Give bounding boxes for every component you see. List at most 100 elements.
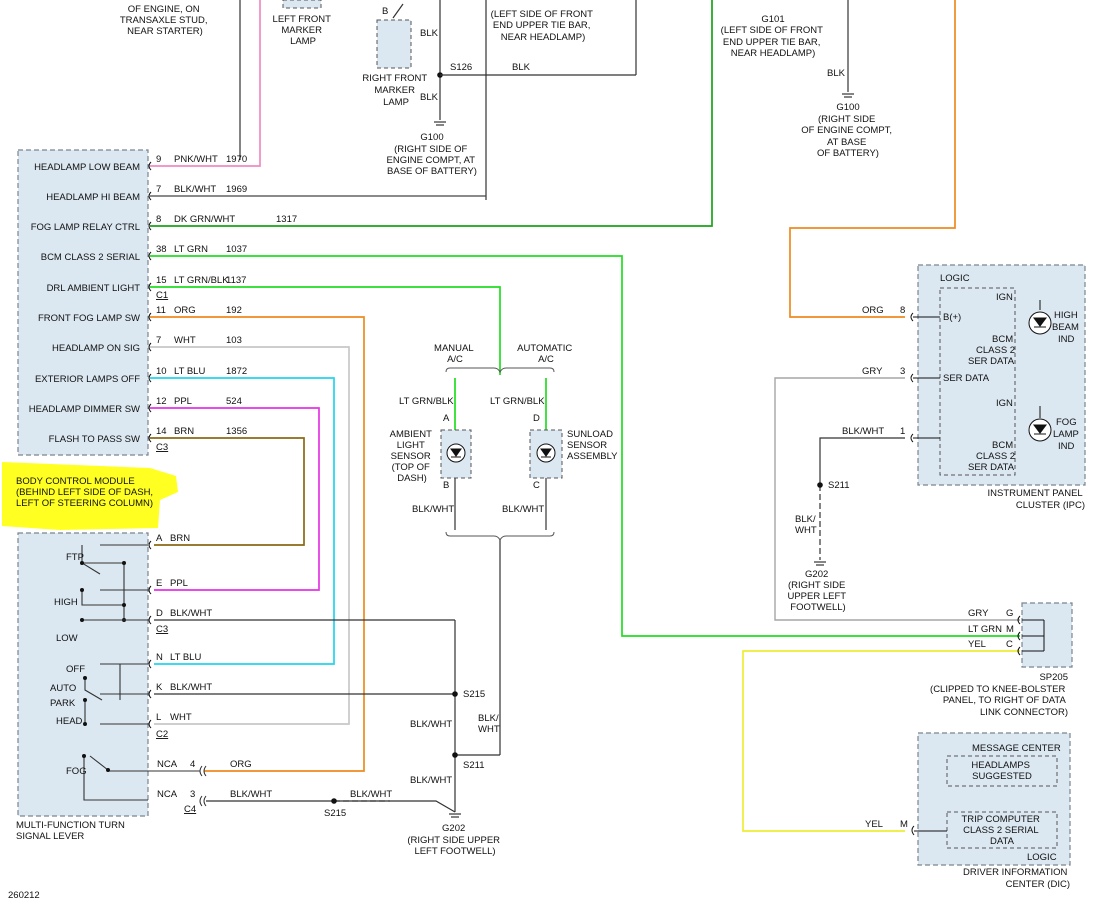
- bcm-pin: 12: [156, 396, 167, 407]
- fog-lamp-led-icon: [1028, 418, 1052, 442]
- bcm-title-highlight: [2, 462, 178, 530]
- sp205-pin: G: [1006, 608, 1013, 619]
- bcm-row-label: HEADLAMP DIMMER SW: [29, 404, 140, 415]
- marker-pin-b: B: [382, 6, 388, 17]
- sunload-pin-d: D: [533, 413, 540, 424]
- bcm-circuit: 1970: [226, 154, 247, 165]
- fog-lamp-ind-label: FOG LAMP IND: [1053, 417, 1081, 452]
- s126-label: S126: [450, 62, 472, 73]
- nca-wire-org: ORG: [230, 759, 252, 770]
- photodiode-icon-sunload: [536, 443, 556, 463]
- bcm-pin: 8: [156, 214, 161, 225]
- bcm-row-label: EXTERIOR LAMPS OFF: [35, 374, 140, 385]
- mfl-pin: E: [156, 578, 162, 589]
- ipc-s211-label: S211: [828, 480, 849, 491]
- mfl-pos-low: LOW: [56, 633, 78, 644]
- ipc-pin: 8: [900, 305, 905, 316]
- bcm-title: BODY CONTROL MODULE (BEHIND LEFT SIDE OF…: [16, 476, 156, 509]
- ambient-wire-top: LT GRN/BLK: [399, 396, 454, 407]
- wire-lt-grn: [150, 255, 1020, 637]
- ipc-s211-wire: BLK/ WHT: [795, 514, 818, 536]
- ipc-g202-label: G202 (RIGHT SIDE UPPER LEFT FOOTWELL): [787, 569, 848, 613]
- mfl-connector-c2: C2: [156, 729, 168, 740]
- wire-pnk-wht: [150, 0, 261, 167]
- s215-lower-wire: BLK/WHT: [350, 789, 392, 800]
- dic-headlamps-label: HEADLAMPS SUGGESTED: [971, 760, 1032, 782]
- sunload-pin-c: C: [533, 480, 540, 491]
- bcm-wire-color: BLK/WHT: [174, 184, 216, 195]
- wire-wht: [150, 346, 350, 725]
- ipc-pin: 3: [900, 366, 905, 377]
- ipc-ign-2: IGN: [996, 398, 1013, 409]
- s211-label: S211: [463, 760, 484, 771]
- high-beam-led-icon: [1028, 311, 1052, 335]
- bcm-wire-color: DK GRN/WHT: [174, 214, 235, 225]
- s215-s211-wire: BLK/WHT: [410, 719, 452, 730]
- ipc-pin-function: B(+): [943, 312, 961, 323]
- right-marker-lamp-box: [376, 19, 412, 69]
- s215-label: S215: [463, 689, 485, 700]
- bcm-pin: 7: [156, 335, 161, 346]
- high-beam-ind-label: HIGH BEAM IND: [1052, 310, 1082, 345]
- g100-left-label: G100: [420, 132, 443, 143]
- sensor-area: MANUAL A/C AUTOMATIC A/C LT GRN/BLK LT G…: [390, 343, 618, 542]
- dic-pin-m: M: [900, 819, 908, 830]
- bcm-wire-color: LT GRN: [174, 244, 208, 255]
- bcm-wire-color: LT BLU: [174, 366, 205, 377]
- sp205-note: (CLIPPED TO KNEE-BOLSTER PANEL, TO RIGHT…: [930, 684, 1068, 718]
- mfl-wire-color: WHT: [170, 712, 192, 723]
- bcm-row-label: HEADLAMP ON SIG: [52, 343, 140, 354]
- ipc-wire-color: ORG: [862, 305, 884, 316]
- mfl-title: MULTI-FUNCTION TURN SIGNAL LEVER: [16, 820, 128, 842]
- dic-trip-label: TRIP COMPUTER CLASS 2 SERIAL DATA: [961, 814, 1042, 847]
- bcm-pin: 38: [156, 244, 167, 255]
- sunload-wire-bot: BLK/WHT: [502, 504, 544, 515]
- bcm-wire-color: BRN: [174, 426, 194, 437]
- ipc-wire-color: BLK/WHT: [842, 426, 884, 437]
- ipc-pin-function: SER DATA: [943, 373, 990, 384]
- bcm-circuit: 192: [226, 305, 242, 316]
- g202-center-label: G202 (RIGHT SIDE UPPER LEFT FOOTWELL): [407, 823, 502, 857]
- mfl-dots: [80, 561, 126, 772]
- mfl-pin: N: [156, 652, 163, 663]
- bcm-pin: 14: [156, 426, 167, 437]
- mfl-connector-c3: C3: [156, 624, 168, 635]
- ambient-wire-bot: BLK/WHT: [412, 504, 454, 515]
- bcm-pin: 11: [156, 305, 166, 316]
- blk-top-2: BLK: [420, 92, 439, 103]
- ipc-bcm-class2-2: BCM CLASS 2 SER DATA: [968, 440, 1018, 473]
- blk-top-1: BLK: [420, 28, 439, 39]
- sunload-sensor-label: SUNLOAD SENSOR ASSEMBLY: [567, 429, 618, 462]
- sp205-wire-color: LT GRN: [968, 624, 1002, 635]
- bcm-connector-c3: C3: [156, 442, 168, 453]
- wire-lt-grn-blk: [150, 286, 501, 375]
- mfl-pos-auto: AUTO: [50, 683, 76, 694]
- dic-headlamps-box: [946, 755, 1058, 787]
- sp205-wire-color: YEL: [968, 639, 986, 650]
- s211-g202-wire: BLK/WHT: [410, 775, 452, 786]
- mfl-pos-ftp: FTP: [66, 552, 84, 563]
- photodiode-icon-ambient: [446, 443, 466, 463]
- bcm-connector-c1: C1: [156, 290, 168, 301]
- engine-stud-note: OF ENGINE, ON TRANSAXLE STUD, NEAR START…: [120, 4, 210, 37]
- dic-trip-box: [946, 811, 1058, 849]
- wire-brn: [150, 437, 305, 546]
- bcm-wire-color: PNK/WHT: [174, 154, 218, 165]
- sp205-wire-color: GRY: [968, 608, 989, 619]
- mfl-pos-fog: FOG: [66, 766, 87, 777]
- nca-pin-4: 4: [190, 759, 195, 770]
- s126-wire-blk: BLK: [512, 62, 531, 73]
- footer-code: 260212: [8, 890, 40, 901]
- bcm-circuit: 1969: [226, 184, 247, 195]
- ipc-logic-box: [939, 287, 1016, 476]
- ambient-sensor-label: AMBIENT LIGHT SENSOR (TOP OF DASH): [390, 429, 435, 484]
- right-marker-label: RIGHT FRONT MARKER LAMP: [362, 73, 429, 108]
- mfl-wire-color: BLK/WHT: [170, 682, 212, 693]
- ipc-pin: 1: [900, 426, 905, 437]
- mfl-connector-c4: C4: [184, 804, 196, 815]
- wire-ppl: [150, 407, 320, 591]
- mfl-wire-color: BRN: [170, 533, 190, 544]
